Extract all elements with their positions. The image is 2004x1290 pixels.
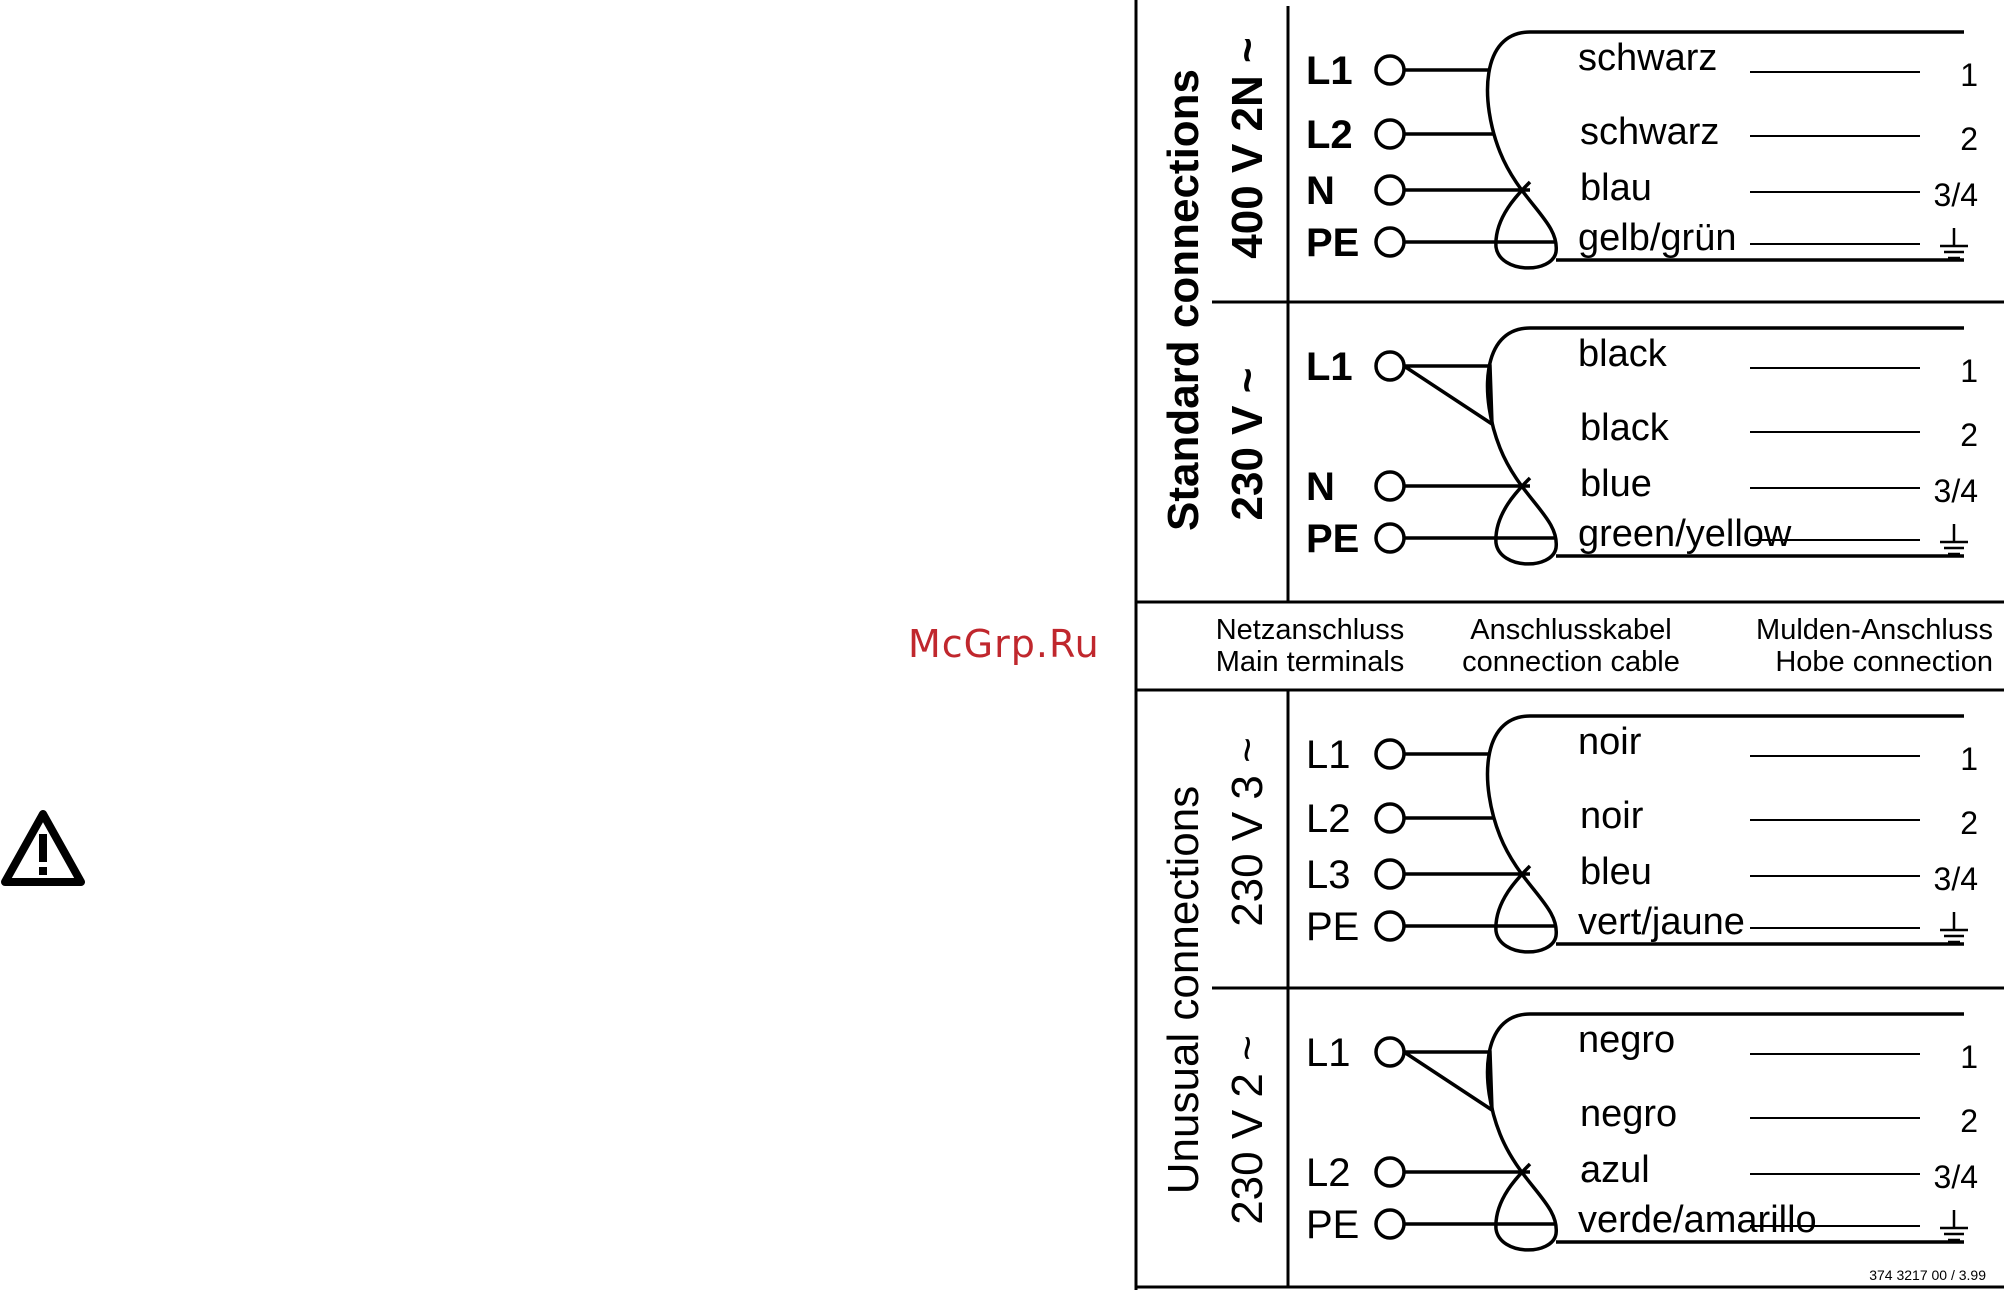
- hob-terminal-number: 3/4: [1934, 861, 1978, 897]
- cable-color-label: blau: [1580, 167, 1652, 209]
- cable-loop: [1485, 714, 1964, 954]
- cable-color-label: azul: [1580, 1149, 1650, 1191]
- section-voltage-label: 230 V ~: [1223, 368, 1272, 521]
- cable-color-label: noir: [1578, 721, 1642, 763]
- header-col1-line1: Netzanschluss: [1216, 614, 1405, 646]
- cable-color-label: negro: [1578, 1019, 1675, 1061]
- hob-terminal-number: 1: [1960, 57, 1978, 93]
- terminal-label: L1: [1306, 733, 1351, 777]
- section-voltage-label: 230 V 2 ~: [1223, 1035, 1272, 1225]
- terminal-label: L2: [1306, 797, 1351, 841]
- hob-terminal-number: 2: [1960, 805, 1978, 841]
- terminal-label: L1: [1306, 49, 1353, 93]
- cable-color-label: vert/jaune: [1578, 901, 1745, 943]
- ground-icon: [1940, 1210, 1968, 1242]
- cable-color-label: negro: [1580, 1093, 1677, 1135]
- cable-color-label: blue: [1580, 463, 1652, 505]
- hob-terminal-number: 2: [1960, 417, 1978, 453]
- terminal-label: L2: [1306, 113, 1353, 157]
- ground-icon: [1940, 912, 1968, 944]
- hob-terminal-number: 2: [1960, 1103, 1978, 1139]
- terminal-label: L2: [1306, 1151, 1351, 1195]
- cable-loop: [1485, 30, 1964, 270]
- cable-color-label: schwarz: [1578, 37, 1717, 79]
- watermark: McGrp.Ru: [908, 622, 1100, 666]
- hob-terminal-number: 1: [1960, 353, 1978, 389]
- hob-terminal-number: 2: [1960, 121, 1978, 157]
- cable-color-label: noir: [1580, 795, 1644, 837]
- section-wires: [1403, 1012, 1964, 1252]
- group-title-standard: Standard connections: [1159, 69, 1208, 531]
- cable-loop: [1485, 326, 1964, 566]
- ground-icon: [1940, 228, 1968, 260]
- cable-color-label: schwarz: [1580, 111, 1719, 153]
- header-row: Netzanschluss Main terminals Anschlusska…: [1216, 614, 1993, 678]
- section-wires: [1404, 714, 1964, 954]
- terminal-circle: [1374, 54, 1406, 86]
- terminal-circle: [1374, 522, 1406, 554]
- header-col3-line2: Hobe connection: [1775, 646, 1993, 678]
- terminal-circle: [1374, 1156, 1406, 1188]
- terminal-label: PE: [1306, 905, 1359, 949]
- terminal-circle: [1374, 1036, 1406, 1068]
- bridge-wire: [1403, 364, 1494, 428]
- section-voltage-label: 400 V 2N ~: [1223, 37, 1272, 258]
- hob-terminal-number: 3/4: [1934, 177, 1978, 213]
- header-col3-line1: Mulden-Anschluss: [1756, 614, 1993, 646]
- terminal-label: L1: [1306, 1031, 1351, 1075]
- terminal-label: PE: [1306, 517, 1359, 561]
- terminal-circle: [1374, 226, 1406, 258]
- terminal-circle: [1374, 350, 1406, 382]
- terminal-circle: [1374, 910, 1406, 942]
- section-2: 230 V ~ L1N PE black 1 black 2 blue 3/4 green/yel…: [1223, 326, 1978, 566]
- cable-color-label: black: [1578, 333, 1668, 375]
- terminal-label: L3: [1306, 853, 1351, 897]
- cable-color-label: black: [1580, 407, 1670, 449]
- terminal-circle: [1374, 738, 1406, 770]
- hob-terminal-number: 1: [1960, 741, 1978, 777]
- cable-color-label: verde/amarillo: [1578, 1199, 1817, 1241]
- terminal-label: L1: [1306, 345, 1353, 389]
- terminal-label: N: [1306, 465, 1335, 509]
- diagram-frame: [1134, 0, 2004, 1290]
- group-title-unusual: Unusual connections: [1159, 786, 1208, 1194]
- header-col2-line1: Anschlusskabel: [1470, 614, 1672, 646]
- terminal-circle: [1374, 802, 1406, 834]
- bridge-wire: [1403, 1050, 1494, 1114]
- terminal-circle: [1374, 470, 1406, 502]
- hob-terminal-number: 1: [1960, 1039, 1978, 1075]
- terminal-label: N: [1306, 169, 1335, 213]
- section-wires: [1404, 30, 1964, 270]
- header-col1-line2: Main terminals: [1216, 646, 1405, 678]
- hob-terminal-number: 3/4: [1934, 1159, 1978, 1195]
- header-col2-line2: connection cable: [1462, 646, 1680, 678]
- section-wires: [1403, 326, 1964, 566]
- cable-color-label: bleu: [1580, 851, 1652, 893]
- warning-triangle-icon: [1, 810, 85, 886]
- terminal-circle: [1374, 1208, 1406, 1240]
- terminal-label: PE: [1306, 221, 1359, 265]
- hob-terminal-number: 3/4: [1934, 473, 1978, 509]
- footer-code: 374 3217 00 / 3.99: [1869, 1267, 1986, 1283]
- ground-icon: [1940, 524, 1968, 556]
- cable-loop: [1485, 1012, 1964, 1252]
- terminal-label: PE: [1306, 1203, 1359, 1247]
- terminal-circle: [1374, 118, 1406, 150]
- cable-color-label: gelb/grün: [1578, 217, 1736, 259]
- terminal-circle: [1374, 858, 1406, 890]
- section-voltage-label: 230 V 3 ~: [1223, 737, 1272, 927]
- cable-color-label: green/yellow: [1578, 513, 1792, 555]
- terminal-circle: [1374, 174, 1406, 206]
